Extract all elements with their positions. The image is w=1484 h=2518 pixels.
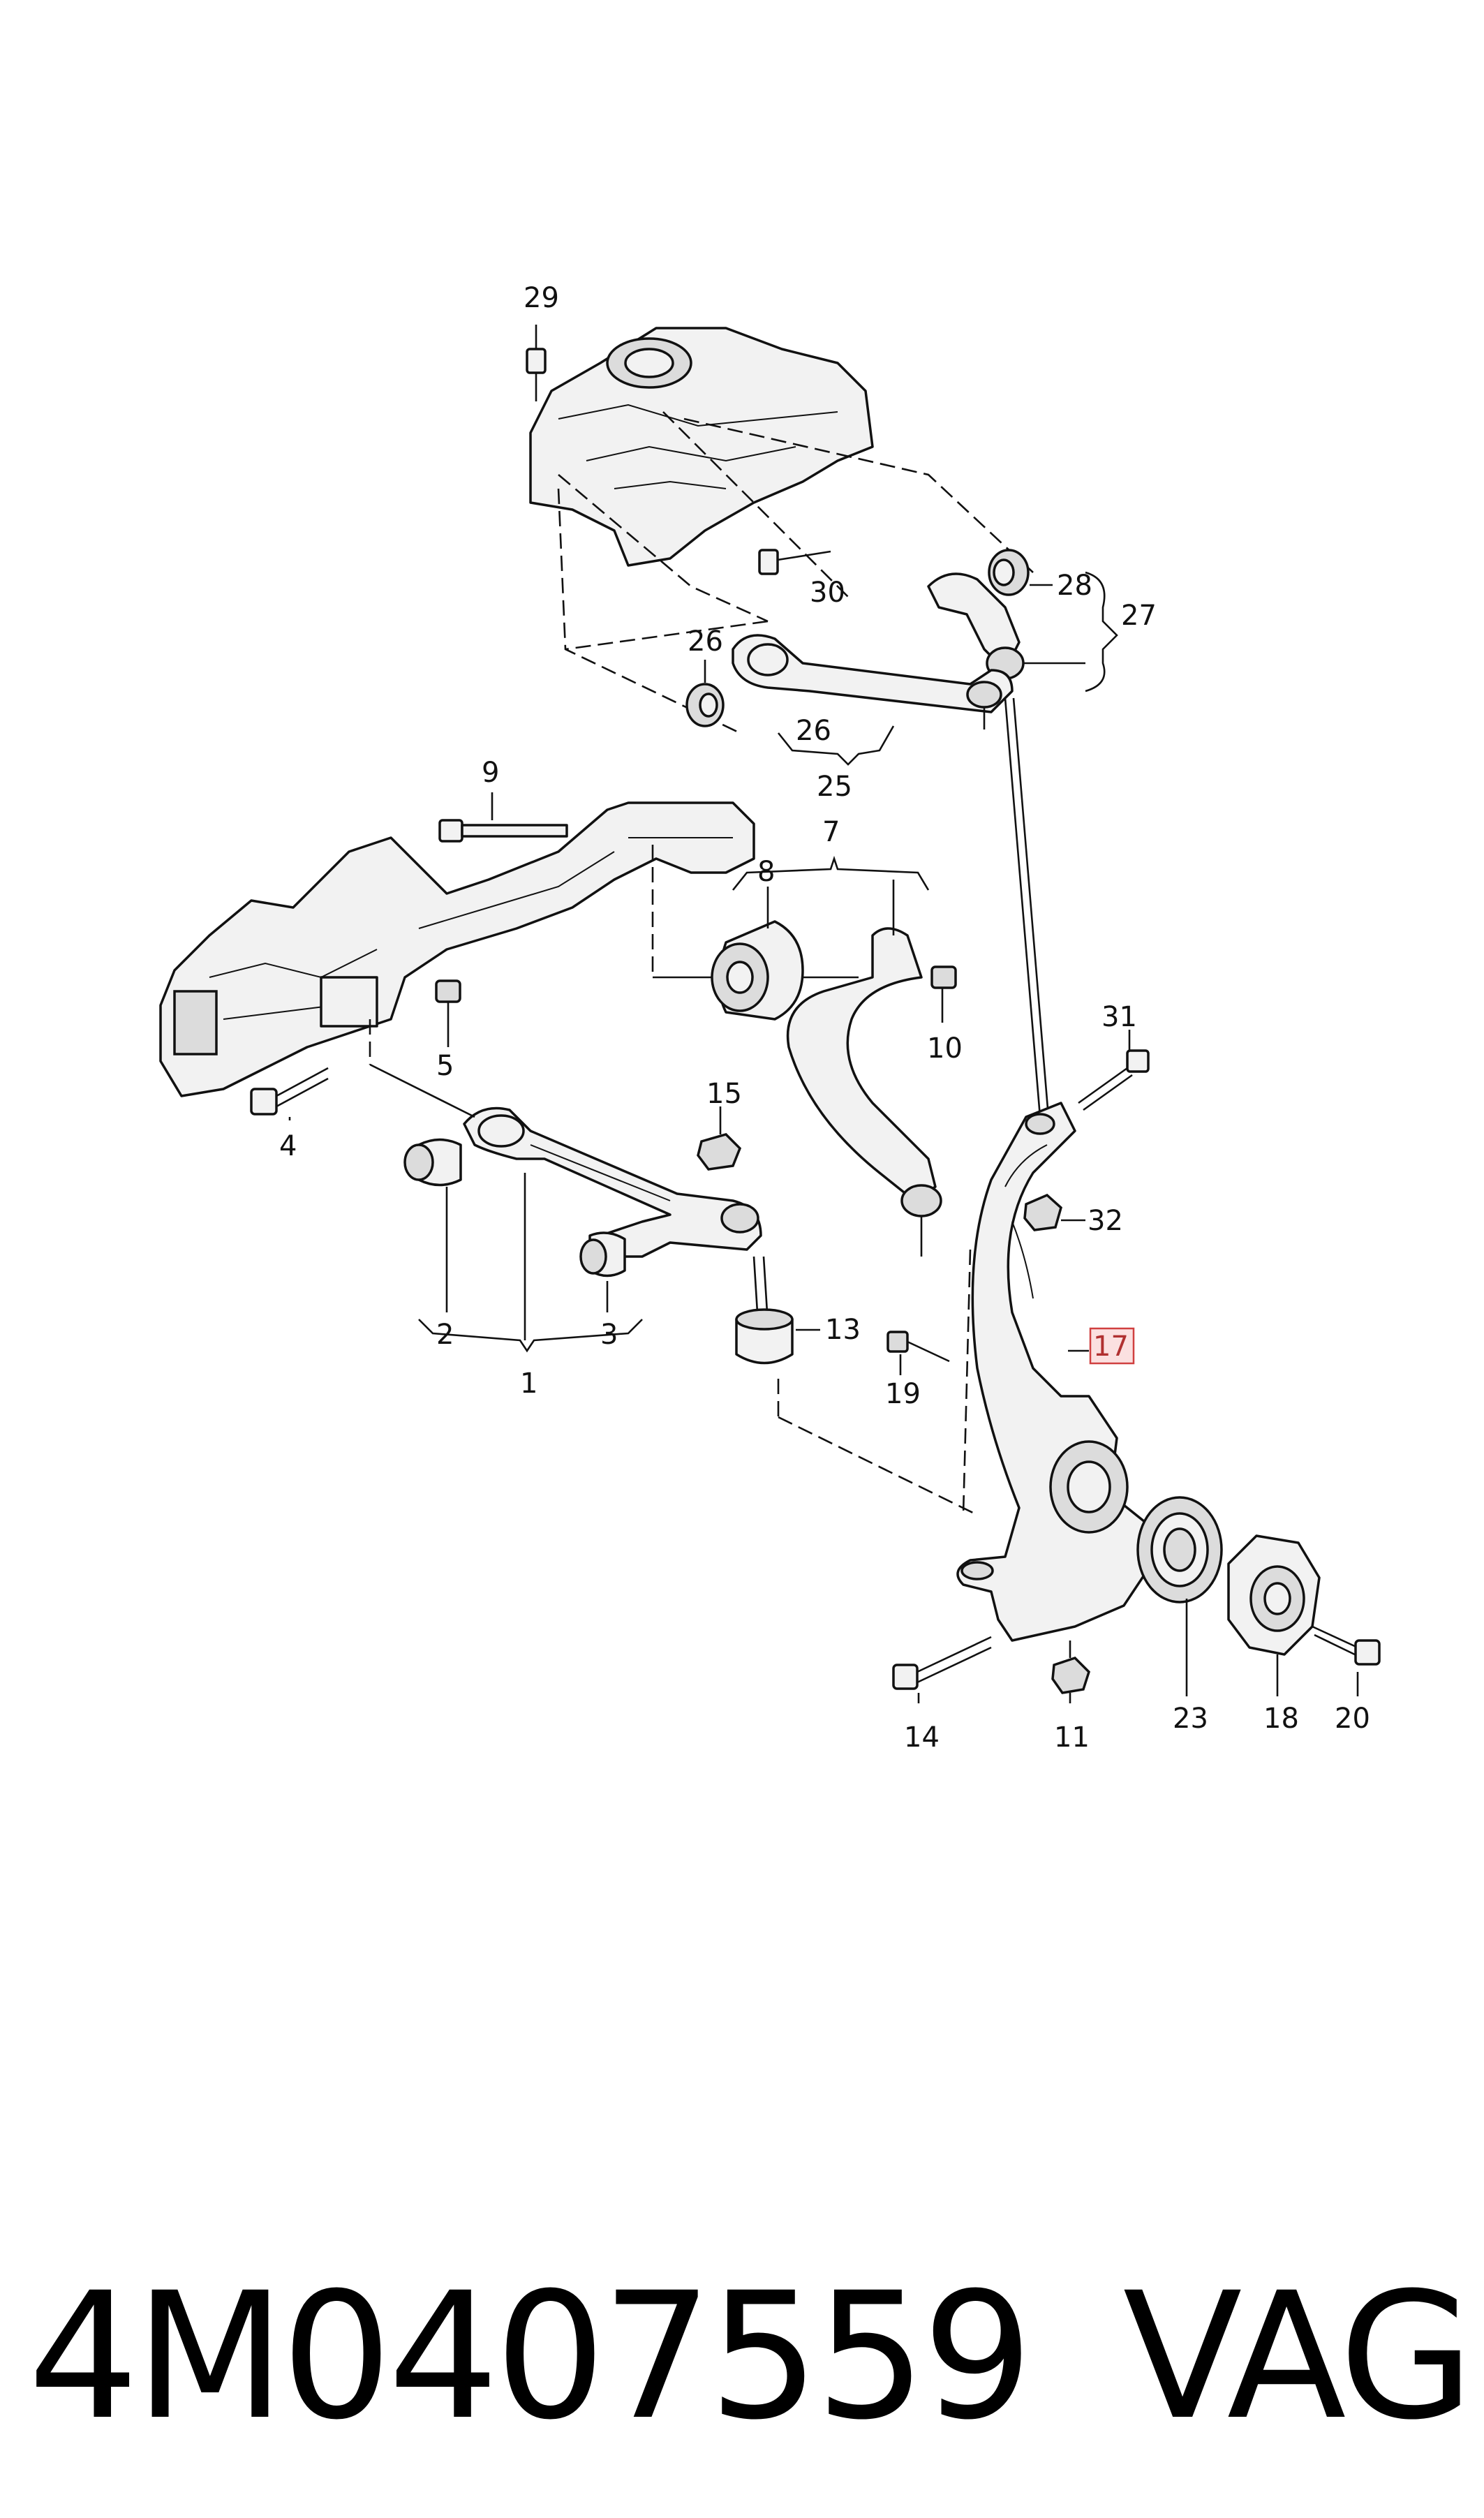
bushing-28 bbox=[988, 549, 1030, 596]
callout-15: 15 bbox=[706, 1078, 742, 1110]
bushing-3 bbox=[579, 1231, 626, 1277]
bolt-20 bbox=[1312, 1625, 1381, 1666]
callout-30: 30 bbox=[810, 577, 845, 609]
bolt-9 bbox=[438, 819, 568, 843]
part-number-footer: 4M0407559 VAG bbox=[28, 2241, 1474, 2471]
upper-carrier bbox=[529, 327, 874, 567]
bolt-14 bbox=[892, 1636, 992, 1690]
bolt-29 bbox=[526, 325, 547, 401]
ball-joint-13 bbox=[735, 1256, 794, 1365]
callout-20: 20 bbox=[1335, 1703, 1370, 1735]
bolt-31 bbox=[1078, 1049, 1150, 1111]
callout-11: 11 bbox=[1054, 1721, 1090, 1754]
callout-14: 14 bbox=[904, 1721, 940, 1754]
nut-11 bbox=[1051, 1641, 1090, 1694]
nut-5 bbox=[435, 979, 461, 1003]
wheel-hub-18 bbox=[1227, 1534, 1321, 1656]
bolt-19 bbox=[886, 1331, 950, 1363]
nut-32 bbox=[1023, 1193, 1062, 1231]
nut-10 bbox=[930, 965, 957, 989]
callout-26-top: 26 bbox=[688, 625, 723, 658]
callout-1: 1 bbox=[520, 1368, 537, 1400]
nut-15 bbox=[697, 1133, 742, 1171]
brand-name: VAG bbox=[1122, 2254, 1474, 2458]
callout-5: 5 bbox=[436, 1050, 454, 1082]
control-arm-1 bbox=[463, 1106, 762, 1258]
upper-link-25 bbox=[732, 634, 1014, 730]
wheel-bearing-housing-17 bbox=[956, 1102, 1153, 1642]
callout-29: 29 bbox=[524, 282, 559, 314]
callout-27: 27 bbox=[1121, 600, 1157, 632]
callout-26-mid: 26 bbox=[796, 715, 831, 747]
callout-4: 4 bbox=[279, 1130, 297, 1162]
callout-10: 10 bbox=[927, 1032, 963, 1065]
callout-25: 25 bbox=[817, 771, 852, 803]
bushing-2 bbox=[403, 1138, 462, 1187]
bolt-4 bbox=[250, 1067, 329, 1116]
callout-31: 31 bbox=[1101, 1001, 1137, 1033]
callout-28: 28 bbox=[1057, 570, 1092, 602]
callout-9: 9 bbox=[482, 757, 499, 789]
callout-19: 19 bbox=[885, 1378, 921, 1410]
bolt-30 bbox=[758, 549, 831, 575]
callout-7: 7 bbox=[822, 816, 840, 848]
bushing-26 bbox=[685, 683, 725, 727]
control-arm-7 bbox=[786, 927, 942, 1257]
exploded-parts-diagram: 29 30 28 27 26 26 25 bbox=[159, 282, 1381, 1754]
callout-18: 18 bbox=[1263, 1703, 1299, 1735]
tie-rod bbox=[1004, 697, 1061, 1136]
subframe bbox=[159, 801, 755, 1097]
callout-23: 23 bbox=[1173, 1703, 1208, 1735]
part-number: 4M0407559 bbox=[28, 2254, 1033, 2458]
callout-32: 32 bbox=[1088, 1205, 1123, 1237]
bushing-8 bbox=[711, 920, 804, 1021]
wheel-bearing-23 bbox=[1136, 1496, 1223, 1604]
callout-13: 13 bbox=[825, 1314, 861, 1346]
callout-17: 17 bbox=[1093, 1331, 1129, 1363]
callout-17-box bbox=[1089, 1327, 1135, 1365]
